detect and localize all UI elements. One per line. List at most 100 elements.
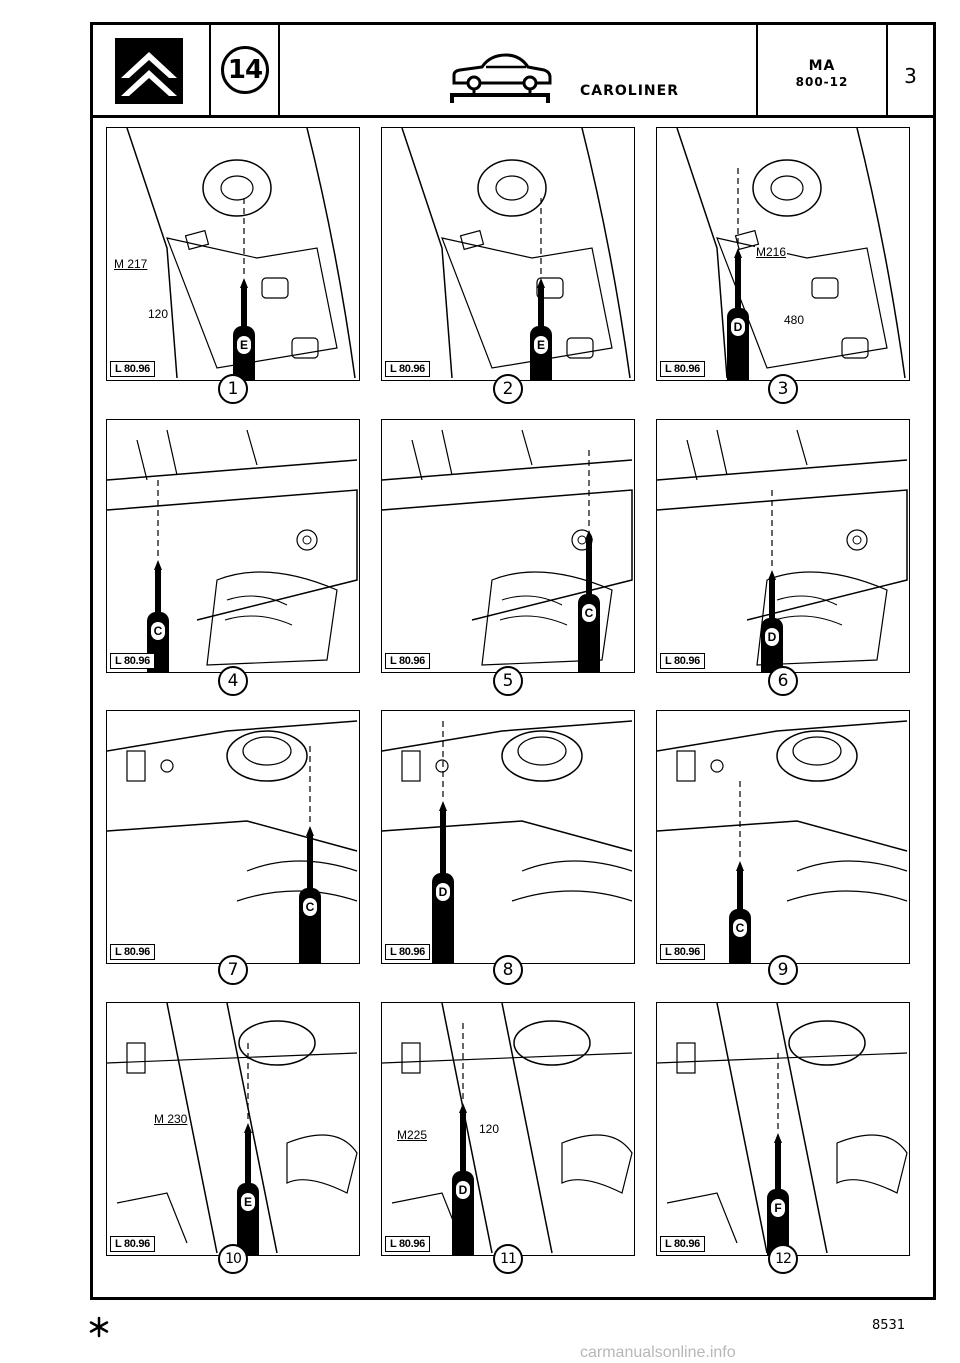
- tool-shaft: [737, 871, 743, 913]
- step-number-8: 8: [493, 955, 523, 985]
- document-code: 8531: [872, 1318, 906, 1333]
- asterisk-icon: [89, 1316, 109, 1338]
- alignment-line: [442, 721, 444, 801]
- tool-shaft: [735, 258, 741, 312]
- alignment-line: [309, 746, 311, 826]
- tool-letter: E: [241, 1192, 255, 1211]
- tool-reference-label: L 80.96: [385, 944, 431, 960]
- workshop-illustration: [676, 128, 906, 379]
- alignment-line: [777, 1053, 779, 1133]
- workshop-illustration: [107, 429, 358, 666]
- tool-letter: C: [303, 897, 317, 916]
- tool-tip: [774, 1133, 782, 1143]
- step-number-9: 9: [768, 955, 798, 985]
- title-cell: CAROLINER: [280, 25, 758, 115]
- car-on-lift-icon: [450, 53, 552, 103]
- support-tool: D: [727, 248, 749, 380]
- tool-shaft: [769, 580, 775, 622]
- workshop-illustration: [382, 720, 633, 902]
- tool-tip: [244, 1123, 252, 1133]
- tool-letter: D: [456, 1180, 470, 1199]
- tool-shaft: [307, 836, 313, 892]
- dimension-annotation: M 217: [113, 257, 149, 271]
- alignment-line: [540, 198, 542, 278]
- page-title: CAROLINER: [580, 83, 679, 99]
- support-tool: E: [237, 1123, 259, 1255]
- tool-shaft: [775, 1143, 781, 1193]
- alignment-line: [157, 480, 159, 560]
- tool-letter: C: [582, 603, 596, 622]
- illustration-panel-2: E L 80.96: [381, 127, 635, 381]
- tool-reference-label: L 80.96: [660, 361, 706, 377]
- tool-shaft: [245, 1133, 251, 1187]
- step-number-4: 4: [218, 666, 248, 696]
- dimension-annotation: M225: [396, 1128, 429, 1142]
- tool-reference-label: L 80.96: [110, 1236, 156, 1252]
- tool-reference-label: L 80.96: [385, 361, 431, 377]
- section-number: 14: [221, 46, 269, 94]
- tool-tip: [736, 861, 744, 871]
- tool-letter: D: [731, 317, 745, 336]
- tool-tip: [768, 570, 776, 580]
- dimension-annotation: 480: [783, 313, 806, 327]
- step-number-2: 2: [493, 374, 523, 404]
- step-number-11: 11: [493, 1244, 523, 1274]
- tool-letter: E: [534, 335, 548, 354]
- illustration-panel-9: C L 80.96: [656, 710, 910, 964]
- tool-shaft: [538, 288, 544, 330]
- support-tool: D: [452, 1103, 474, 1255]
- alignment-line: [247, 1043, 249, 1123]
- alignment-line: [771, 490, 773, 570]
- step-number-3: 3: [768, 374, 798, 404]
- tool-shaft: [241, 288, 247, 330]
- workshop-illustration: [382, 429, 633, 666]
- step-number-10: 10: [218, 1244, 248, 1274]
- workshop-illustration: [401, 128, 631, 379]
- tool-letter: D: [436, 882, 450, 901]
- tool-shaft: [460, 1113, 466, 1175]
- alignment-line: [739, 781, 741, 861]
- support-tool: C: [729, 861, 751, 963]
- page-number-cell: 3: [888, 25, 933, 115]
- step-number-1: 1: [218, 374, 248, 404]
- tool-shaft: [155, 570, 161, 616]
- support-tool: D: [432, 801, 454, 963]
- dimension-annotation: 120: [478, 1122, 501, 1136]
- tool-reference-label: L 80.96: [660, 944, 706, 960]
- illustration-panel-6: D L 80.96: [656, 419, 910, 673]
- manual-sheet: 14 CAROLINER MA 800-12 3: [90, 22, 936, 1300]
- step-number-7: 7: [218, 955, 248, 985]
- tool-reference-label: L 80.96: [660, 653, 706, 669]
- tool-tip: [537, 278, 545, 288]
- illustration-panel-11: D M225 120 L 80.96: [381, 1002, 635, 1256]
- page-header: 14 CAROLINER MA 800-12 3: [93, 25, 933, 118]
- alignment-line: [588, 450, 590, 530]
- logo-cell: [93, 25, 211, 115]
- workshop-illustration: [126, 128, 356, 379]
- support-tool: C: [578, 530, 600, 672]
- tool-reference-label: L 80.96: [385, 1236, 431, 1252]
- support-tool: E: [233, 278, 255, 380]
- support-tool: D: [761, 570, 783, 672]
- tool-reference-label: L 80.96: [385, 653, 431, 669]
- section-number-cell: 14: [211, 25, 280, 115]
- step-number-5: 5: [493, 666, 523, 696]
- tool-letter: E: [237, 335, 251, 354]
- manual-ref-cell: MA 800-12: [758, 25, 888, 115]
- tool-tip: [240, 278, 248, 288]
- tool-tip: [439, 801, 447, 811]
- tool-letter: C: [733, 918, 747, 937]
- dimension-annotation: 120: [147, 307, 170, 321]
- tool-letter: D: [765, 627, 779, 646]
- support-tool: F: [767, 1133, 789, 1255]
- manual-ref-number: 800-12: [795, 75, 849, 89]
- alignment-line: [243, 198, 245, 278]
- alignment-line: [737, 168, 739, 248]
- tool-letter: F: [771, 1198, 785, 1217]
